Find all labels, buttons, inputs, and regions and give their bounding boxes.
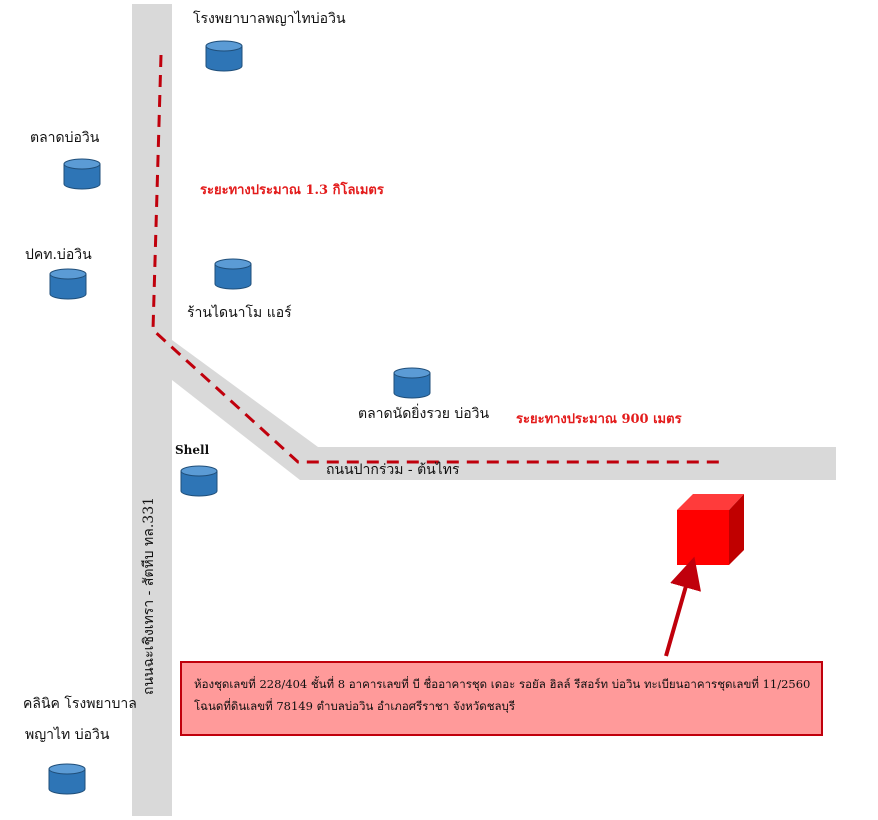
shop-label: ร้านไดนาโม แอร์ — [187, 305, 292, 321]
clinic-label-line1: คลินิค โรงพยาบาล — [23, 696, 137, 712]
main-road — [132, 4, 172, 816]
vertical-distance-label: ระยะทางประมาณ 1.3 กิโลเมตร — [200, 183, 384, 198]
property-info-line1: ห้องชุดเลขที่ 228/404 ชั้นที่ 8 อาคารเลข… — [194, 677, 811, 691]
clinic-label-line2: พญาไท บ่อวิน — [25, 727, 110, 743]
hospital-label: โรงพยาบาลพญาไทบ่อวิน — [193, 11, 346, 27]
property-info-line2: โฉนดที่ดินเลขที่ 78149 ตำบลบ่อวิน อำเภอศ… — [194, 699, 516, 713]
night-market-cylinder-icon — [393, 367, 431, 399]
hospital-cylinder-icon — [205, 40, 243, 72]
main-road-label: ถนนฉะเชิงเทรา - สัตหีบ ทล.331 — [141, 497, 157, 695]
shell-cylinder-icon — [180, 465, 218, 497]
market-cylinder-icon — [63, 158, 101, 190]
market-label: ตลาดบ่อวิน — [30, 130, 100, 146]
police-label: ปคท.บ่อวิน — [25, 247, 92, 263]
horizontal-distance-label: ระยะทางประมาณ 900 เมตร — [516, 412, 682, 427]
police-cylinder-icon — [49, 268, 87, 300]
route-dashed-line — [151, 54, 720, 464]
side-road-label: ถนนปากร่วม - ต้นไทร — [326, 462, 460, 478]
property-cube-icon — [677, 494, 744, 565]
property-info-box: ห้องชุดเลขที่ 228/404 ชั้นที่ 8 อาคารเลข… — [180, 661, 823, 736]
shop-cylinder-icon — [214, 258, 252, 290]
pointer-arrow-icon — [664, 556, 701, 657]
clinic-cylinder-icon — [48, 763, 86, 795]
night-market-label: ตลาดนัดยิ่งรวย บ่อวิน — [358, 406, 490, 422]
shell-label: Shell — [175, 443, 210, 457]
